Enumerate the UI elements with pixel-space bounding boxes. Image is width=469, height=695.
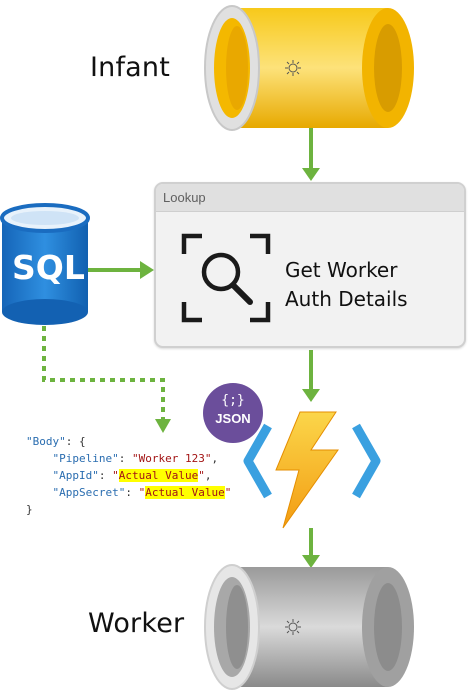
sql-label: SQL (12, 248, 85, 287)
json-sep-2: : (118, 452, 132, 465)
json-line-3: "AppId": "Actual Value", (26, 469, 211, 482)
arrow-lookup-to-function-head (302, 389, 320, 402)
lookup-activity[interactable]: Lookup Get Worker Auth Details (154, 182, 466, 348)
infant-label: Infant (90, 52, 171, 83)
lookup-title-line1: Get Worker (285, 258, 398, 282)
json-sep-4: : (125, 486, 139, 499)
json-key-body: "Body" (26, 435, 66, 448)
json-line-4: "AppSecret": "Actual Value" (26, 486, 231, 499)
json-sep-3: : (98, 469, 113, 482)
lookup-title-line2: Auth Details (285, 287, 408, 311)
lookup-title: Get Worker Auth Details (285, 256, 408, 314)
arrow-sql-to-lookup-head (140, 261, 154, 279)
json-end-3: , (204, 469, 212, 482)
json-key-pipeline: "Pipeline" (52, 452, 119, 465)
json-line-1: "Body": { (26, 435, 86, 448)
json-quote-open-3: " (112, 469, 119, 482)
lookup-header: Lookup (156, 184, 464, 212)
json-key-appsecret: "AppSecret" (52, 486, 126, 499)
json-quote-close-3: " (198, 469, 205, 482)
json-line-1-rest: : { (65, 435, 86, 448)
json-quote-close-4: " (224, 486, 232, 499)
json-key-appid: "AppId" (52, 469, 99, 482)
json-value-appid: Actual Value (118, 469, 199, 482)
worker-label: Worker (88, 608, 185, 639)
json-badge-icon (203, 383, 263, 443)
json-quote-open-4: " (138, 486, 146, 499)
json-badge-label: JSON (215, 411, 251, 426)
arrow-function-to-worker-head (302, 555, 320, 568)
json-line-5: } (26, 503, 33, 516)
arrow-infant-to-lookup-head (302, 168, 320, 181)
dashed-arrow-sql-to-json (42, 326, 165, 420)
sql-database-icon (0, 203, 90, 325)
azure-function-icon (243, 411, 381, 529)
json-end-2: , (211, 452, 219, 465)
json-value-appsecret: Actual Value (145, 486, 225, 499)
dashed-arrow-head (155, 419, 171, 433)
lookup-search-icon (181, 233, 271, 323)
infant-pipeline-icon (204, 5, 414, 131)
json-body-code: "Body": { "Pipeline": "Worker 123", "App… (26, 433, 231, 518)
json-line-2: "Pipeline": "Worker 123", (26, 452, 219, 465)
json-value-pipeline: "Worker 123" (131, 452, 212, 465)
worker-pipeline-icon (204, 564, 414, 690)
json-badge-glyph: {;} (221, 393, 245, 408)
